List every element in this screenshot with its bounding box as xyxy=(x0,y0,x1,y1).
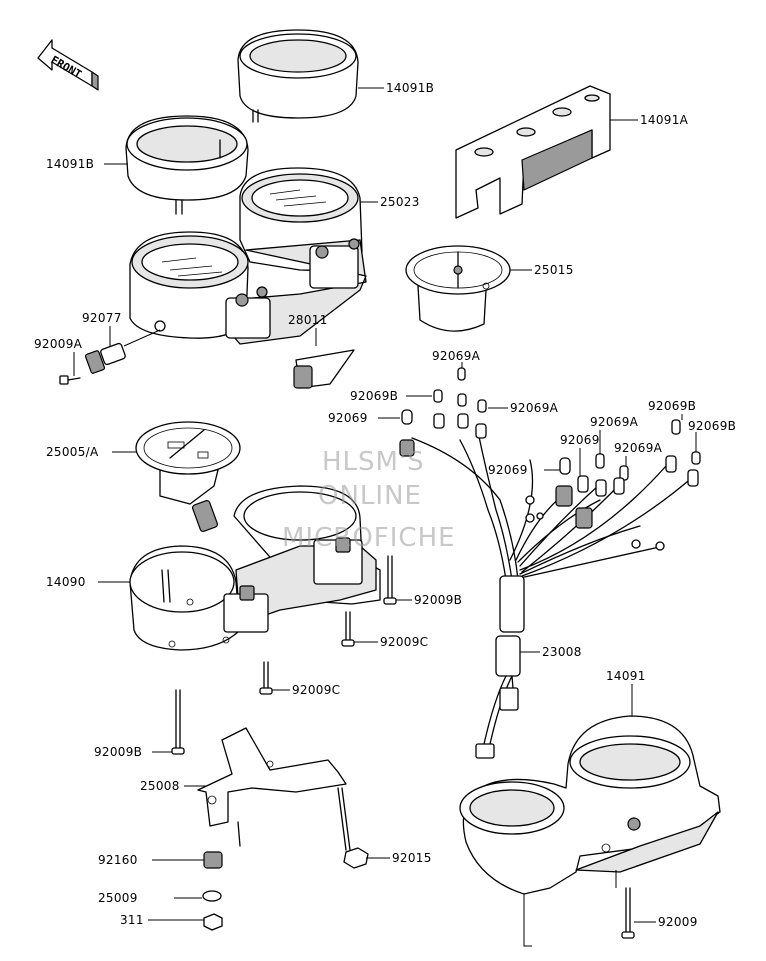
watermark-line-3: MICROFICHE xyxy=(282,523,456,553)
watermark-line-1: HLSM'S xyxy=(322,447,425,477)
part-label-92009C-lower: 92009C xyxy=(292,683,340,697)
part-label-92069B-far-right: 92069B xyxy=(688,419,736,433)
part-label-14091: 14091 xyxy=(606,669,646,683)
part-label-25023: 25023 xyxy=(380,195,420,209)
meter-cover-bracket xyxy=(455,85,611,219)
meter-cover-ring-left xyxy=(125,115,249,215)
part-label-14090: 14090 xyxy=(46,575,86,589)
part-label-14091B-left: 14091B xyxy=(46,157,94,171)
part-label-23008: 23008 xyxy=(542,645,582,659)
part-label-92069A-top: 92069A xyxy=(432,349,481,363)
tachometer-gauge xyxy=(405,245,511,332)
part-label-25009: 25009 xyxy=(98,891,138,905)
part-label-92069-center: 92069 xyxy=(560,433,600,447)
meter-case xyxy=(129,485,381,651)
part-label-92009A: 92009A xyxy=(34,337,83,351)
meter-bracket xyxy=(197,727,351,851)
part-label-92009C-upper: 92009C xyxy=(380,635,428,649)
indicator-panel xyxy=(293,328,355,389)
grommet-92160 xyxy=(203,851,223,869)
meter-cover-ring-top xyxy=(237,29,359,123)
nut-92015 xyxy=(343,847,369,869)
part-label-92069A-mid: 92069A xyxy=(510,401,559,415)
part-label-92009: 92009 xyxy=(658,915,698,929)
part-label-92069B-left: 92069B xyxy=(350,389,398,403)
part-label-14091A: 14091A xyxy=(640,113,689,127)
part-label-25008: 25008 xyxy=(140,779,180,793)
screw-92009C-upper xyxy=(341,611,355,647)
screw-92009B-upper xyxy=(383,555,397,605)
watermark: HLSM'S ONLINE MICROFICHE xyxy=(282,447,456,553)
screw-92009B-lower xyxy=(171,689,185,755)
meter-assembly xyxy=(129,167,367,345)
part-label-92009B-lower: 92009B xyxy=(94,745,142,759)
part-label-25015: 25015 xyxy=(534,263,574,277)
collar-25009 xyxy=(202,890,222,902)
front-arrow-icon: FRONT xyxy=(37,39,99,91)
part-label-311: 311 xyxy=(120,913,144,927)
part-label-92069A-right: 92069A xyxy=(590,415,639,429)
part-label-92069-left: 92069 xyxy=(328,411,368,425)
part-label-25005A: 25005/A xyxy=(46,445,99,459)
nut-311 xyxy=(203,913,223,931)
part-label-92009B-upper: 92009B xyxy=(414,593,462,607)
part-label-92069A-lower: 92069A xyxy=(614,441,663,455)
part-label-14091B-top: 14091B xyxy=(386,81,434,95)
part-label-92069B-right: 92069B xyxy=(648,399,696,413)
part-label-92015: 92015 xyxy=(392,851,432,865)
watermark-line-2: ONLINE xyxy=(318,481,422,511)
speedometer-gauge xyxy=(135,421,241,532)
part-labels: 14091B 14091A 14091B 25023 25015 92077 9… xyxy=(34,81,736,929)
trip-reset-knob xyxy=(84,329,161,374)
meter-lower-cover xyxy=(459,715,721,895)
screw-92009A xyxy=(59,375,81,385)
part-label-92160: 92160 xyxy=(98,853,138,867)
part-label-92069-mid: 92069 xyxy=(488,463,528,477)
wiring-harness xyxy=(399,367,701,759)
screw-92009C-lower xyxy=(259,661,273,695)
screw-92009 xyxy=(621,887,635,939)
part-label-28011: 28011 xyxy=(288,313,328,327)
part-label-92077: 92077 xyxy=(82,311,122,325)
leader-lines xyxy=(73,87,697,947)
